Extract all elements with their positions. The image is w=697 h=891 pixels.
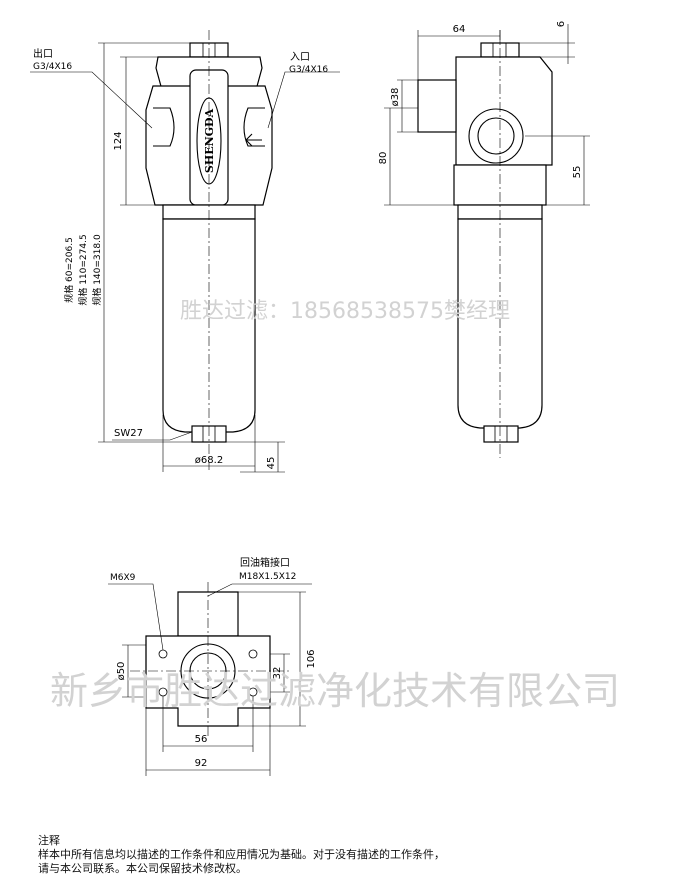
side-port-outer [468, 108, 524, 164]
outlet-leader [30, 71, 153, 129]
side-dim-width: 64 [453, 24, 466, 35]
side-dim-port-diameter: ø38 [390, 88, 401, 107]
hex-leader [112, 431, 193, 441]
side-head [455, 56, 553, 166]
dim-head-height: 124 [113, 131, 124, 150]
notes-title: 注释 [38, 834, 60, 847]
inlet-port [243, 107, 265, 147]
inlet-leader [267, 71, 340, 129]
top-dim-height: 106 [306, 649, 317, 668]
watermark-contact: 胜达过滤：18568538575樊经理 [180, 299, 510, 324]
watermark-company: 新乡市胜达过滤净化技术有限公司 [50, 669, 620, 713]
side-dim-left-height: 80 [378, 152, 389, 165]
outlet-label: 出口 [33, 47, 53, 60]
top-view: M6X9 回油箱接口 M18X1.5X12 ø50 32 106 56 92 [108, 556, 317, 776]
outlet-port [153, 107, 175, 147]
mount-thread: M6X9 [110, 573, 136, 583]
spec-line-2: 规格 110=274.5 [77, 234, 89, 305]
top-dim-hole-spacing: 56 [195, 734, 208, 745]
front-view: 出口 G3/4X16 入口 G3/4X16 124 规格 60=206.5 规格… [30, 30, 340, 473]
return-thread: M18X1.5X12 [239, 572, 296, 582]
side-bottom-hex [483, 425, 519, 443]
top-dim-left: ø50 [116, 662, 127, 681]
brand-text: SHENGDA [203, 108, 216, 173]
side-dim-top: 6 [556, 21, 567, 27]
dim-bottom: 45 [266, 457, 277, 470]
flow-arrow-icon [245, 133, 262, 147]
side-left-port [417, 79, 457, 133]
side-dim-right-height: 55 [572, 166, 583, 179]
inlet-thread: G3/4X16 [289, 65, 328, 75]
side-port-inner [477, 117, 515, 155]
return-label: 回油箱接口 [240, 556, 290, 569]
top-dim-width: 92 [195, 758, 208, 769]
top-dim-inner: 32 [272, 667, 283, 680]
side-view: 64 6 ø38 80 55 [378, 21, 590, 458]
mount-hole-2 [248, 649, 258, 659]
bottom-diameter: ø68.2 [195, 455, 223, 466]
notes-line-1: 样本中所有信息均以描述的工作条件和应用情况为基础。对于没有描述的工作条件， [38, 848, 445, 861]
inlet-label: 入口 [290, 52, 310, 63]
hex-label: SW27 [114, 428, 143, 439]
spec-line-1: 规格 60=206.5 [63, 237, 75, 303]
return-leader [207, 583, 312, 597]
notes-line-2: 请与本公司联系。本公司保留技术修改权。 [38, 862, 247, 875]
outlet-thread: G3/4X16 [33, 62, 72, 72]
mount-leader [108, 583, 164, 651]
spec-line-3: 规格 140=318.0 [91, 234, 103, 306]
